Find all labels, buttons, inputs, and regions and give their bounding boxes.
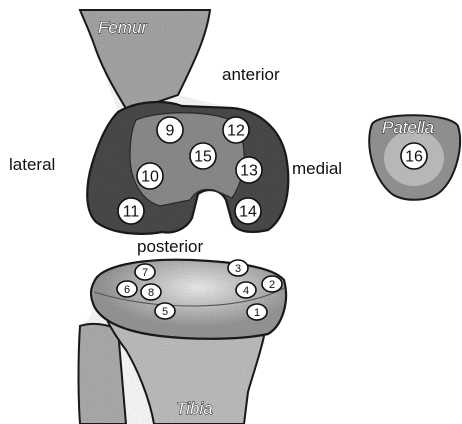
svg-text:14: 14 (239, 204, 257, 221)
femur-point-13: 13 (236, 157, 262, 183)
tibia-point-7: 7 (135, 264, 155, 280)
svg-text:16: 16 (405, 149, 423, 166)
svg-text:5: 5 (162, 306, 168, 318)
svg-text:10: 10 (141, 169, 159, 186)
femur-point-15: 15 (190, 143, 216, 169)
anterior-label: anterior (222, 65, 280, 84)
tibia-point-8: 8 (141, 284, 161, 300)
patella-point-16: 16 (401, 143, 427, 169)
patella-label: Patella (382, 118, 434, 137)
svg-text:2: 2 (269, 279, 275, 291)
femur-point-11: 11 (118, 198, 144, 224)
svg-text:1: 1 (254, 307, 260, 319)
tibia-point-1: 1 (247, 304, 267, 320)
femur-label: Femur (98, 18, 148, 37)
femur-point-9: 9 (157, 117, 183, 143)
svg-text:9: 9 (166, 123, 175, 140)
tibia-point-2: 2 (262, 276, 282, 292)
tibia-point-5: 5 (155, 303, 175, 319)
svg-text:4: 4 (243, 285, 249, 297)
femur-point-12: 12 (223, 117, 249, 143)
tibia-label: Tibia (176, 399, 213, 418)
lateral-label: lateral (9, 155, 55, 174)
tibia-point-4: 4 (236, 282, 256, 298)
svg-text:7: 7 (142, 267, 148, 279)
svg-text:15: 15 (194, 149, 212, 166)
svg-text:13: 13 (240, 163, 258, 180)
medial-label: medial (292, 159, 342, 178)
femur-point-14: 14 (235, 198, 261, 224)
tibia-point-3: 3 (228, 260, 248, 276)
tibia-point-6: 6 (117, 281, 137, 297)
svg-text:11: 11 (123, 204, 140, 221)
svg-text:3: 3 (235, 263, 241, 275)
posterior-label: posterior (137, 237, 203, 256)
femur-point-10: 10 (137, 163, 163, 189)
svg-text:12: 12 (227, 123, 245, 140)
svg-text:8: 8 (148, 287, 154, 299)
svg-text:6: 6 (124, 284, 130, 296)
